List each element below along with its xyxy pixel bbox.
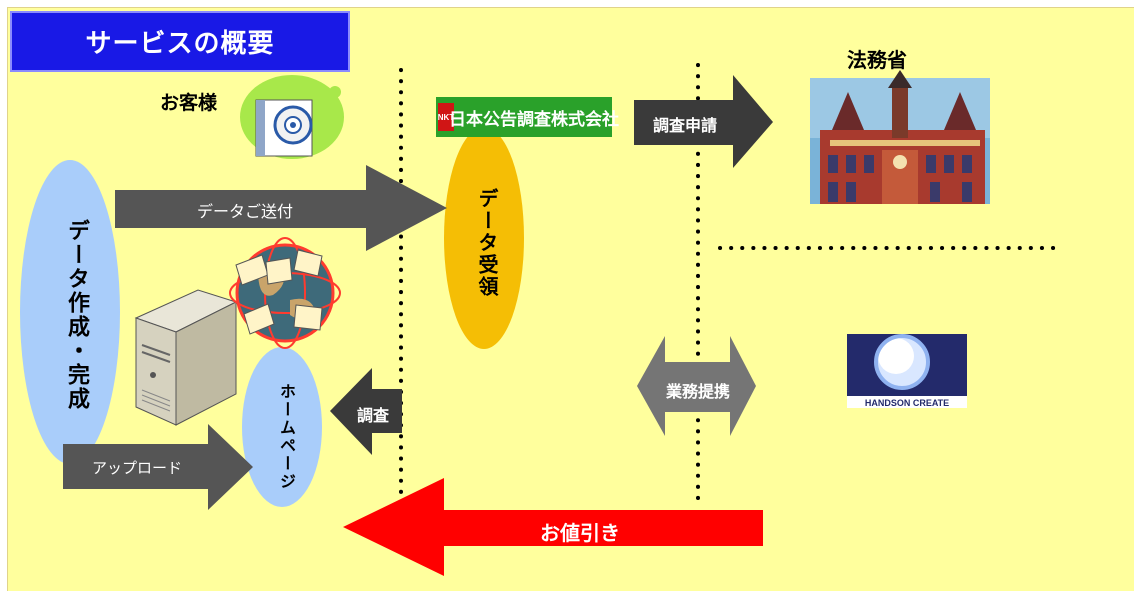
arrow-partnership: [637, 336, 756, 436]
partnership-arrow-label: 業務提携: [665, 382, 730, 401]
application-arrow-label: 調査申請: [652, 116, 717, 135]
data-creation-text: データ作成・完成: [64, 219, 89, 411]
ellipse-homepage: [242, 347, 322, 507]
arrow-send-data: [115, 165, 447, 251]
server-icon: [134, 289, 238, 426]
arrow-discount: [343, 478, 763, 576]
company-logo-prefix: NKT: [437, 112, 455, 122]
arrow-investigation: [330, 368, 402, 455]
data-receipt-text: データ受領: [475, 188, 499, 298]
ellipse-data-receipt: [444, 127, 524, 349]
partner-logo-text: HANDSON CREATE: [864, 398, 950, 408]
homepage-text: ホームページ: [277, 383, 296, 491]
discount-arrow-label: お値引き: [540, 521, 620, 545]
ministry-label: 法務省: [847, 48, 907, 72]
company-logo: [436, 97, 612, 137]
page-title: サービスの概要: [10, 11, 350, 72]
investigation-arrow-label: 調査: [356, 406, 389, 425]
ministry-building-image: [810, 70, 990, 204]
send-data-arrow-label: データご送付: [196, 202, 293, 221]
company-logo-text: 日本公告調査株式会社: [449, 109, 619, 130]
customer-label: お客様: [160, 92, 218, 114]
globe-mail-icon: [229, 237, 341, 349]
arrow-application: [634, 75, 773, 168]
arrow-upload: [63, 424, 253, 510]
partner-logo: [847, 334, 967, 408]
upload-arrow-label: アップロード: [91, 459, 182, 477]
cd-icon: [240, 75, 344, 159]
ellipse-data-creation: [20, 160, 120, 464]
